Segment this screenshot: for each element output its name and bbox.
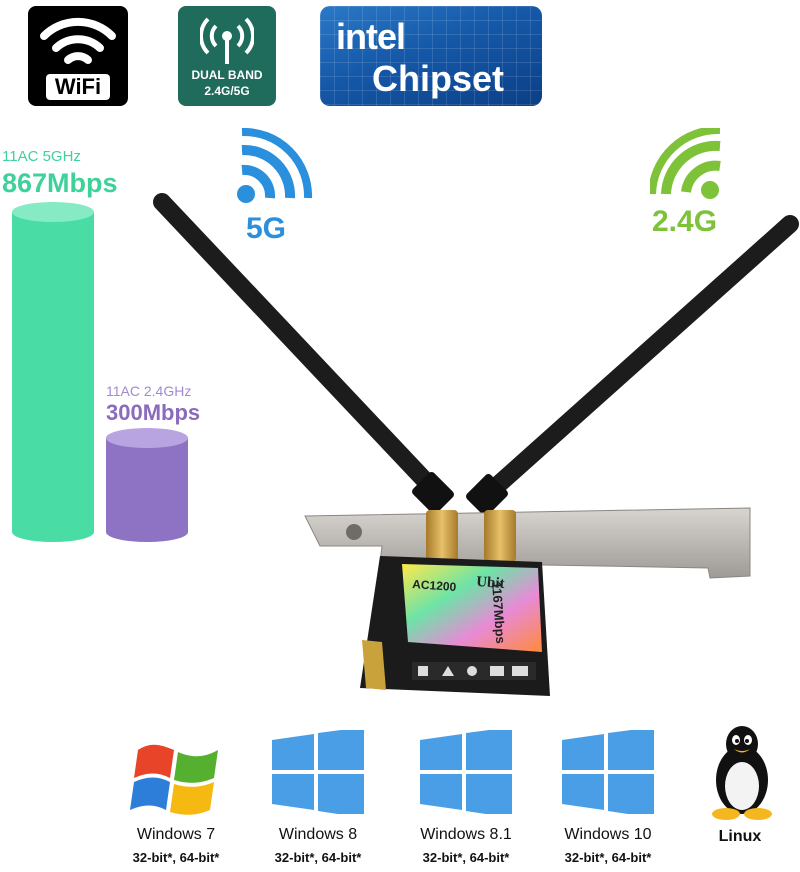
intel-brand: intel — [336, 16, 406, 57]
antenna-signal-icon — [200, 17, 254, 64]
os-windows81-bits: 32-bit*, 64-bit* — [422, 850, 510, 865]
speed-bar-5ghz — [12, 202, 94, 542]
tux-penguin-icon — [712, 726, 772, 820]
band-5ghz-speed: 867Mbps — [2, 168, 118, 198]
chipset-label: Chipset — [372, 58, 505, 99]
windows-logo-icon — [420, 730, 512, 814]
windows-xp-logo-icon — [130, 744, 218, 815]
os-windows8-bits: 32-bit*, 64-bit* — [274, 850, 362, 865]
band-24g-label: 2.4G — [652, 205, 718, 238]
band-24ghz-label: 11AC 2.4GHz — [106, 383, 192, 399]
os-linux-name: Linux — [718, 828, 762, 845]
os-windows7-bits: 32-bit*, 64-bit* — [132, 850, 220, 865]
antenna-left — [153, 193, 454, 514]
band-5ghz-label: 11AC 5GHz — [2, 148, 81, 165]
windows-logo-icon — [562, 730, 654, 814]
wifi-icon — [40, 17, 116, 64]
speed-bar-24ghz — [106, 428, 188, 542]
card-model: AC1200 — [412, 577, 457, 594]
intel-chipset-badge: intel Chipset — [320, 6, 542, 106]
wifi-wordmark: WiFi — [46, 74, 110, 100]
os-windows81-name: Windows 8.1 — [420, 826, 512, 843]
pcie-wifi-card-image: AC1200 1167Mbps Ubit — [153, 193, 799, 696]
windows-logo-icon — [272, 730, 364, 814]
wifi-badge: WiFi — [28, 6, 128, 106]
band-5g-label: 5G — [246, 212, 287, 245]
dual-band-label: DUAL BAND — [191, 68, 263, 82]
os-windows7-name: Windows 7 — [136, 826, 216, 843]
band-24ghz-speed: 300Mbps — [106, 400, 201, 425]
os-windows10-name: Windows 10 — [564, 826, 652, 843]
os-windows8-name: Windows 8 — [278, 826, 358, 843]
card-speed: 1167Mbps — [489, 581, 508, 644]
dual-band-freq: 2.4G/5G — [204, 84, 250, 98]
card-brand: Ubit — [476, 574, 505, 592]
wifi-signal-5g-icon — [237, 128, 312, 203]
wifi-signal-24g-icon — [650, 128, 721, 199]
os-windows10-bits: 32-bit*, 64-bit* — [564, 850, 652, 865]
dual-band-badge: DUAL BAND 2.4G/5G — [178, 6, 276, 106]
antenna-right — [466, 215, 799, 516]
